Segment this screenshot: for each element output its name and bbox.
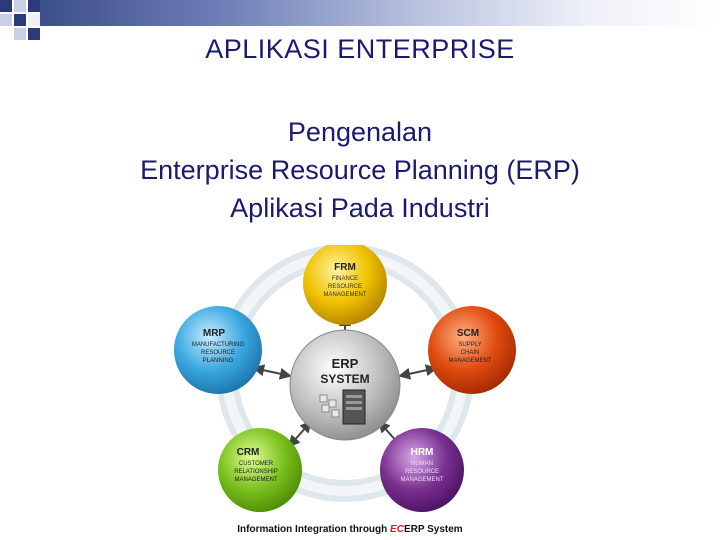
erp-system-center: ERP SYSTEM	[289, 329, 401, 441]
subtitle-line-3: Aplikasi Pada Industri	[230, 193, 490, 223]
subtitle-line-2: Enterprise Resource Planning (ERP)	[140, 155, 580, 185]
erp-diagram: ERP SYSTEM FRM FINANCE RESOURCE MANAGEME…	[174, 245, 516, 512]
caption-suffix: ERP System	[403, 524, 463, 535]
node-scm-abbr: SCM	[457, 328, 479, 339]
node-hrm-line1: HUMAN	[411, 461, 433, 467]
node-crm-line1: CUSTOMER	[239, 461, 274, 467]
node-hrm-line2: RESOURCE	[405, 469, 439, 475]
center-label-line2: SYSTEM	[320, 372, 369, 386]
node-scm-line1: SUPPLY	[458, 342, 481, 348]
node-hrm-abbr: HRM	[411, 447, 434, 458]
caption-prefix: Information Integration through	[237, 524, 391, 535]
node-scm-line3: MANAGEMENT	[448, 358, 491, 364]
center-label-line1: ERP	[332, 356, 359, 371]
caption-brand: EC	[390, 524, 404, 535]
arrow-scm	[398, 364, 438, 380]
slide-title: APLIKASI ENTERPRISE	[205, 34, 515, 64]
node-scm-line2: CHAIN	[461, 350, 480, 356]
diagram-caption: Information Integration through ECERP Sy…	[190, 524, 510, 535]
node-frm-abbr: FRM	[334, 262, 356, 273]
node-mrp-abbr: MRP	[203, 328, 226, 339]
node-frm-line1: FINANCE	[332, 276, 358, 282]
data-cubes-icon	[319, 394, 340, 418]
slide-subtitle: Pengenalan Enterprise Resource Planning …	[0, 113, 720, 227]
node-scm: SCM SUPPLY CHAIN MANAGEMENT	[428, 306, 516, 394]
arrow-mrp	[252, 364, 292, 380]
node-frm-line2: RESOURCE	[328, 284, 362, 290]
node-frm-line3: MANAGEMENT	[323, 292, 366, 298]
node-crm-line3: MANAGEMENT	[234, 477, 277, 483]
node-crm: CRM CUSTOMER RELATIONSHIP MANAGEMENT	[218, 428, 302, 512]
node-crm-abbr: CRM	[237, 447, 260, 458]
subtitle-line-1: Pengenalan	[287, 117, 433, 147]
node-mrp-line2: RESOURCE	[201, 350, 235, 356]
server-icon	[342, 389, 366, 425]
node-crm-line2: RELATIONSHIP	[234, 469, 278, 475]
node-mrp-line3: PLANNING	[203, 358, 234, 364]
node-hrm: HRM HUMAN RESOURCE MANAGEMENT	[380, 428, 464, 512]
node-frm: FRM FINANCE RESOURCE MANAGEMENT	[303, 245, 387, 325]
decorative-squares	[0, 0, 40, 40]
arrow-crm	[288, 420, 312, 448]
node-mrp: MRP MANUFACTURING RESOURCE PLANNING	[174, 306, 262, 394]
header-gradient-strip	[40, 0, 720, 26]
node-hrm-line3: MANAGEMENT	[400, 477, 443, 483]
node-mrp-line1: MANUFACTURING	[192, 342, 245, 348]
